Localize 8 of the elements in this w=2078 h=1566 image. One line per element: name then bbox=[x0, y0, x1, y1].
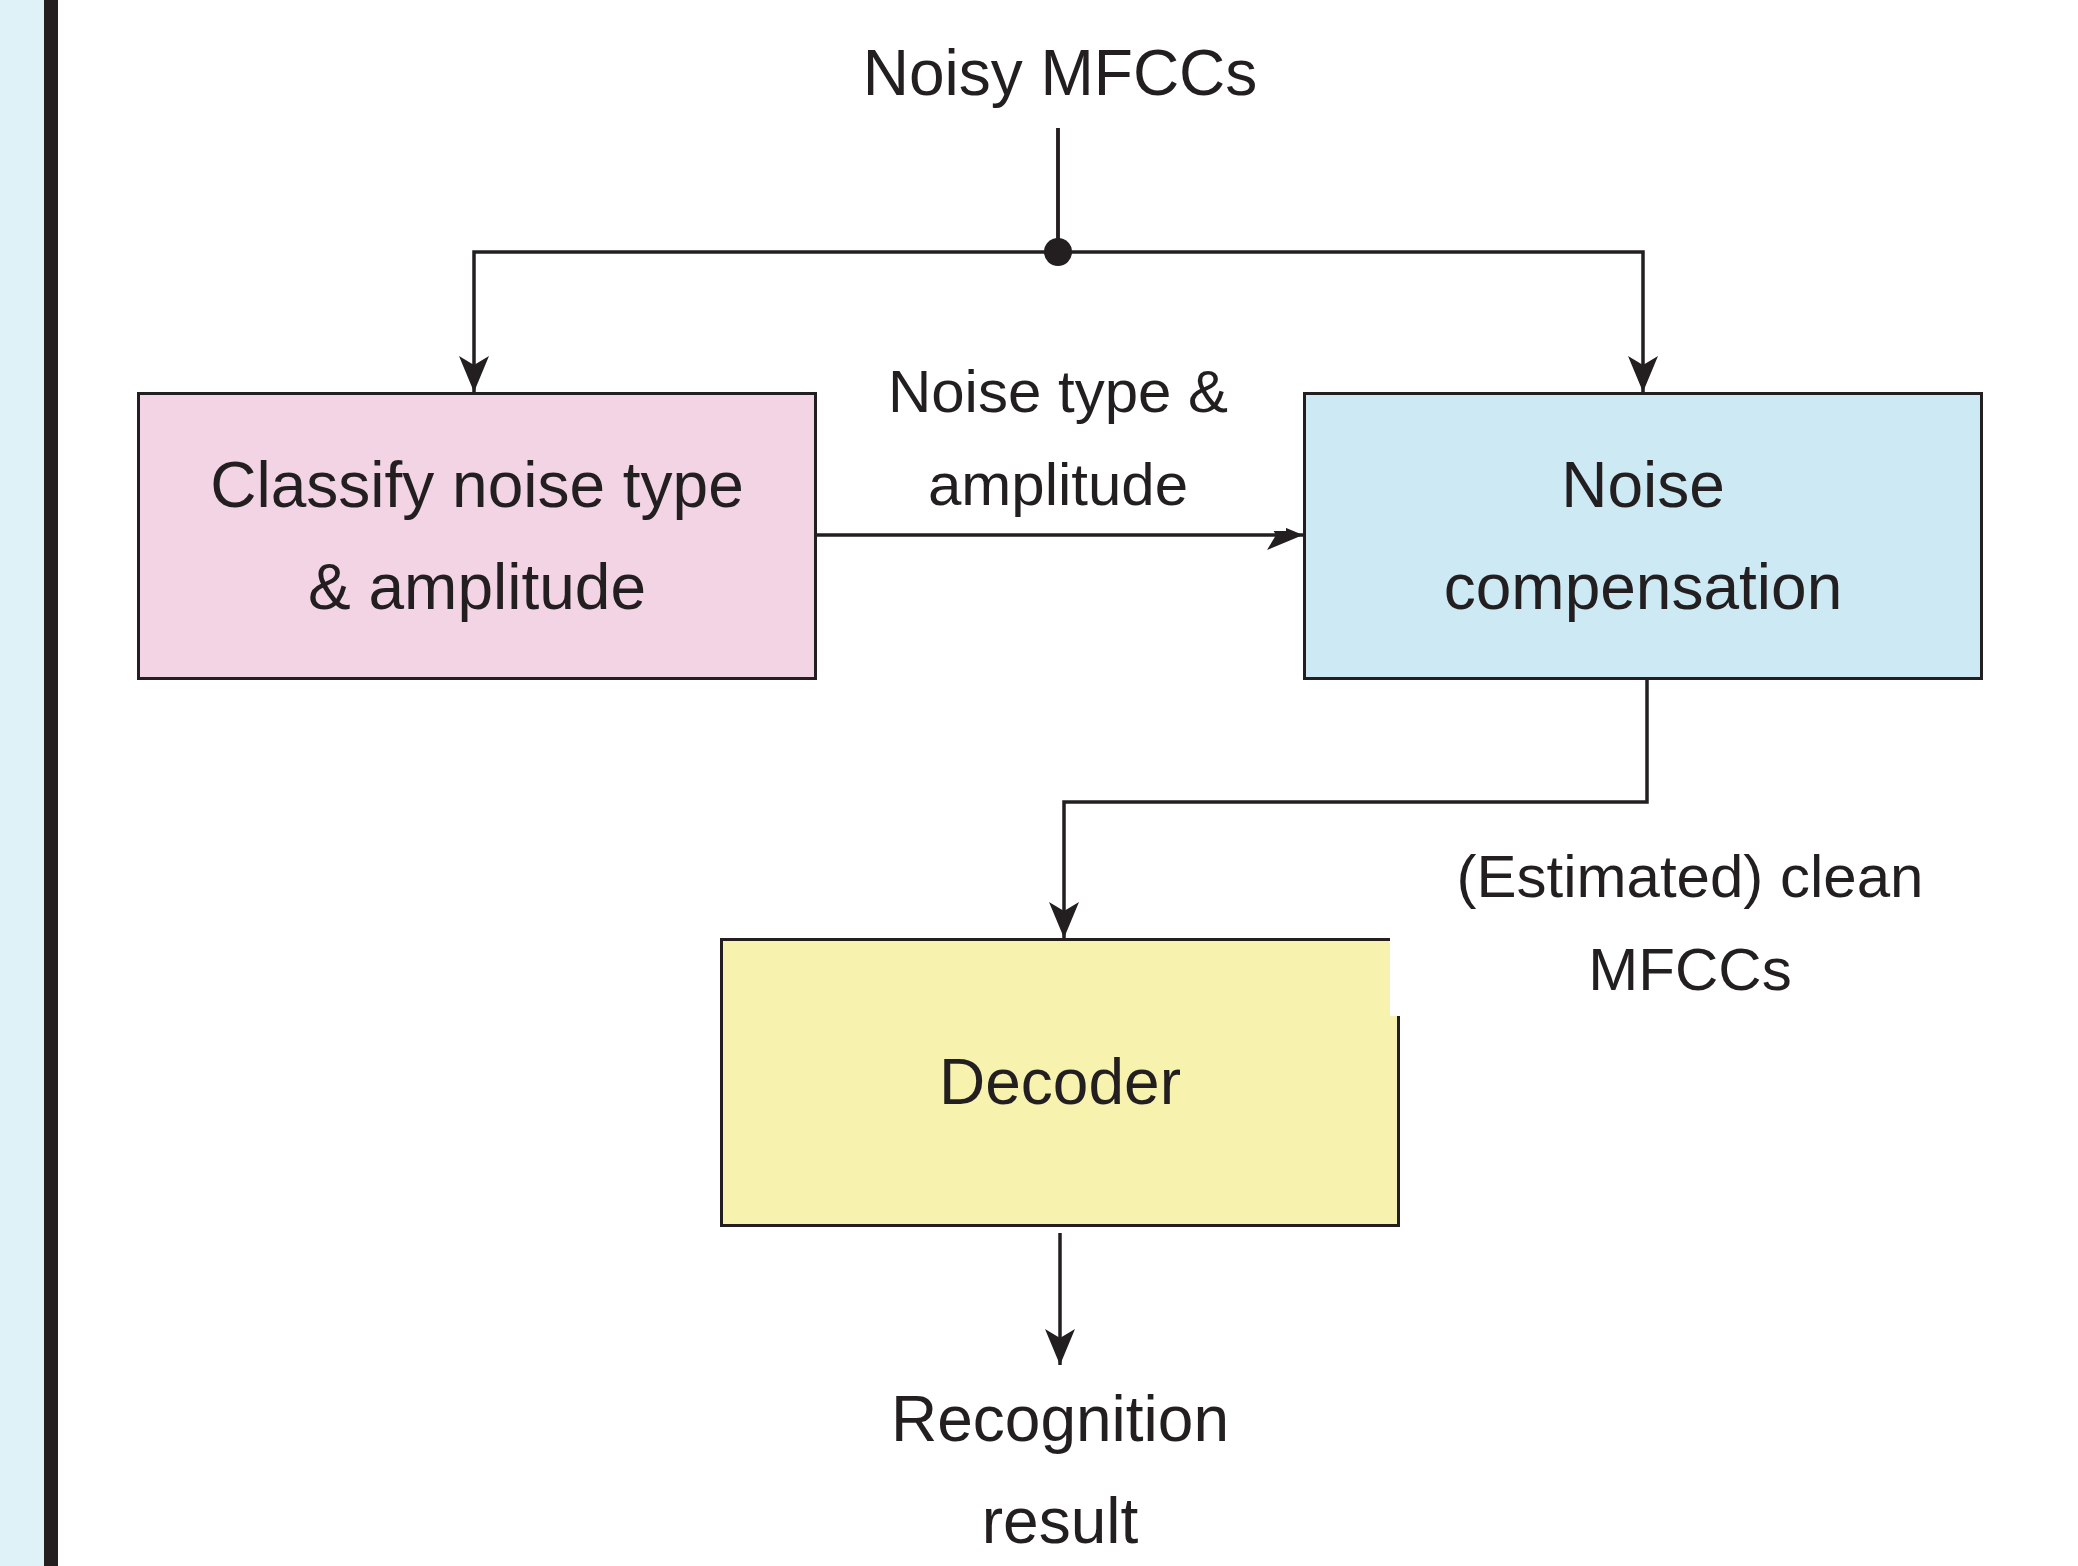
io-label: Recognition result bbox=[840, 1380, 1280, 1560]
process-box: Decoder bbox=[720, 938, 1400, 1227]
process-box: Classify noise type & amplitude bbox=[137, 392, 817, 680]
io-label: Noisy MFCCs bbox=[800, 28, 1320, 118]
process-box: Noise compensation bbox=[1303, 392, 1983, 680]
arrow bbox=[1056, 128, 1658, 392]
arrow bbox=[1049, 680, 1649, 938]
arrow bbox=[1045, 1233, 1075, 1365]
